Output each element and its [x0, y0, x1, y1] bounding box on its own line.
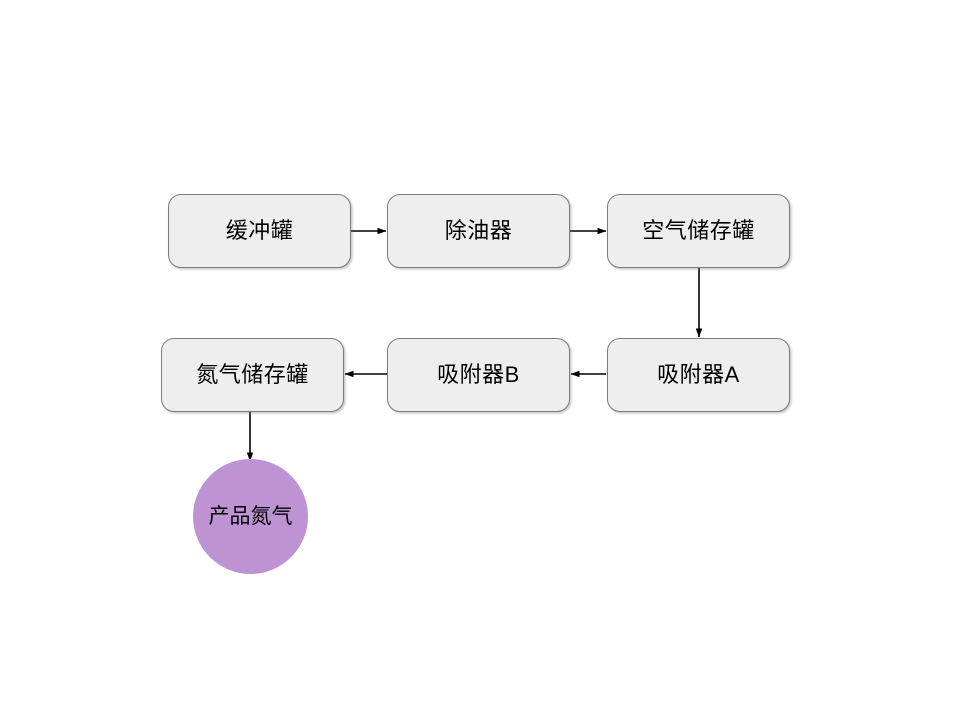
- node-nitrogen-storage-tank[interactable]: 氮气储存罐: [161, 338, 344, 412]
- node-product-nitrogen-label: 产品氮气: [208, 505, 293, 528]
- node-nitrogen-storage-tank-label: 氮气储存罐: [196, 362, 309, 387]
- node-oil-remover[interactable]: 除油器: [387, 194, 570, 268]
- node-product-nitrogen[interactable]: 产品氮气: [193, 459, 308, 574]
- node-adsorber-a-label: 吸附器A: [657, 362, 740, 387]
- node-air-storage-tank[interactable]: 空气储存罐: [607, 194, 790, 268]
- node-oil-remover-label: 除油器: [444, 218, 513, 243]
- node-buffer-tank-label: 缓冲罐: [225, 218, 294, 243]
- node-adsorber-a[interactable]: 吸附器A: [607, 338, 790, 412]
- node-air-storage-tank-label: 空气储存罐: [642, 218, 755, 243]
- node-buffer-tank[interactable]: 缓冲罐: [168, 194, 351, 268]
- node-adsorber-b[interactable]: 吸附器B: [387, 338, 570, 412]
- node-adsorber-b-label: 吸附器B: [437, 362, 520, 387]
